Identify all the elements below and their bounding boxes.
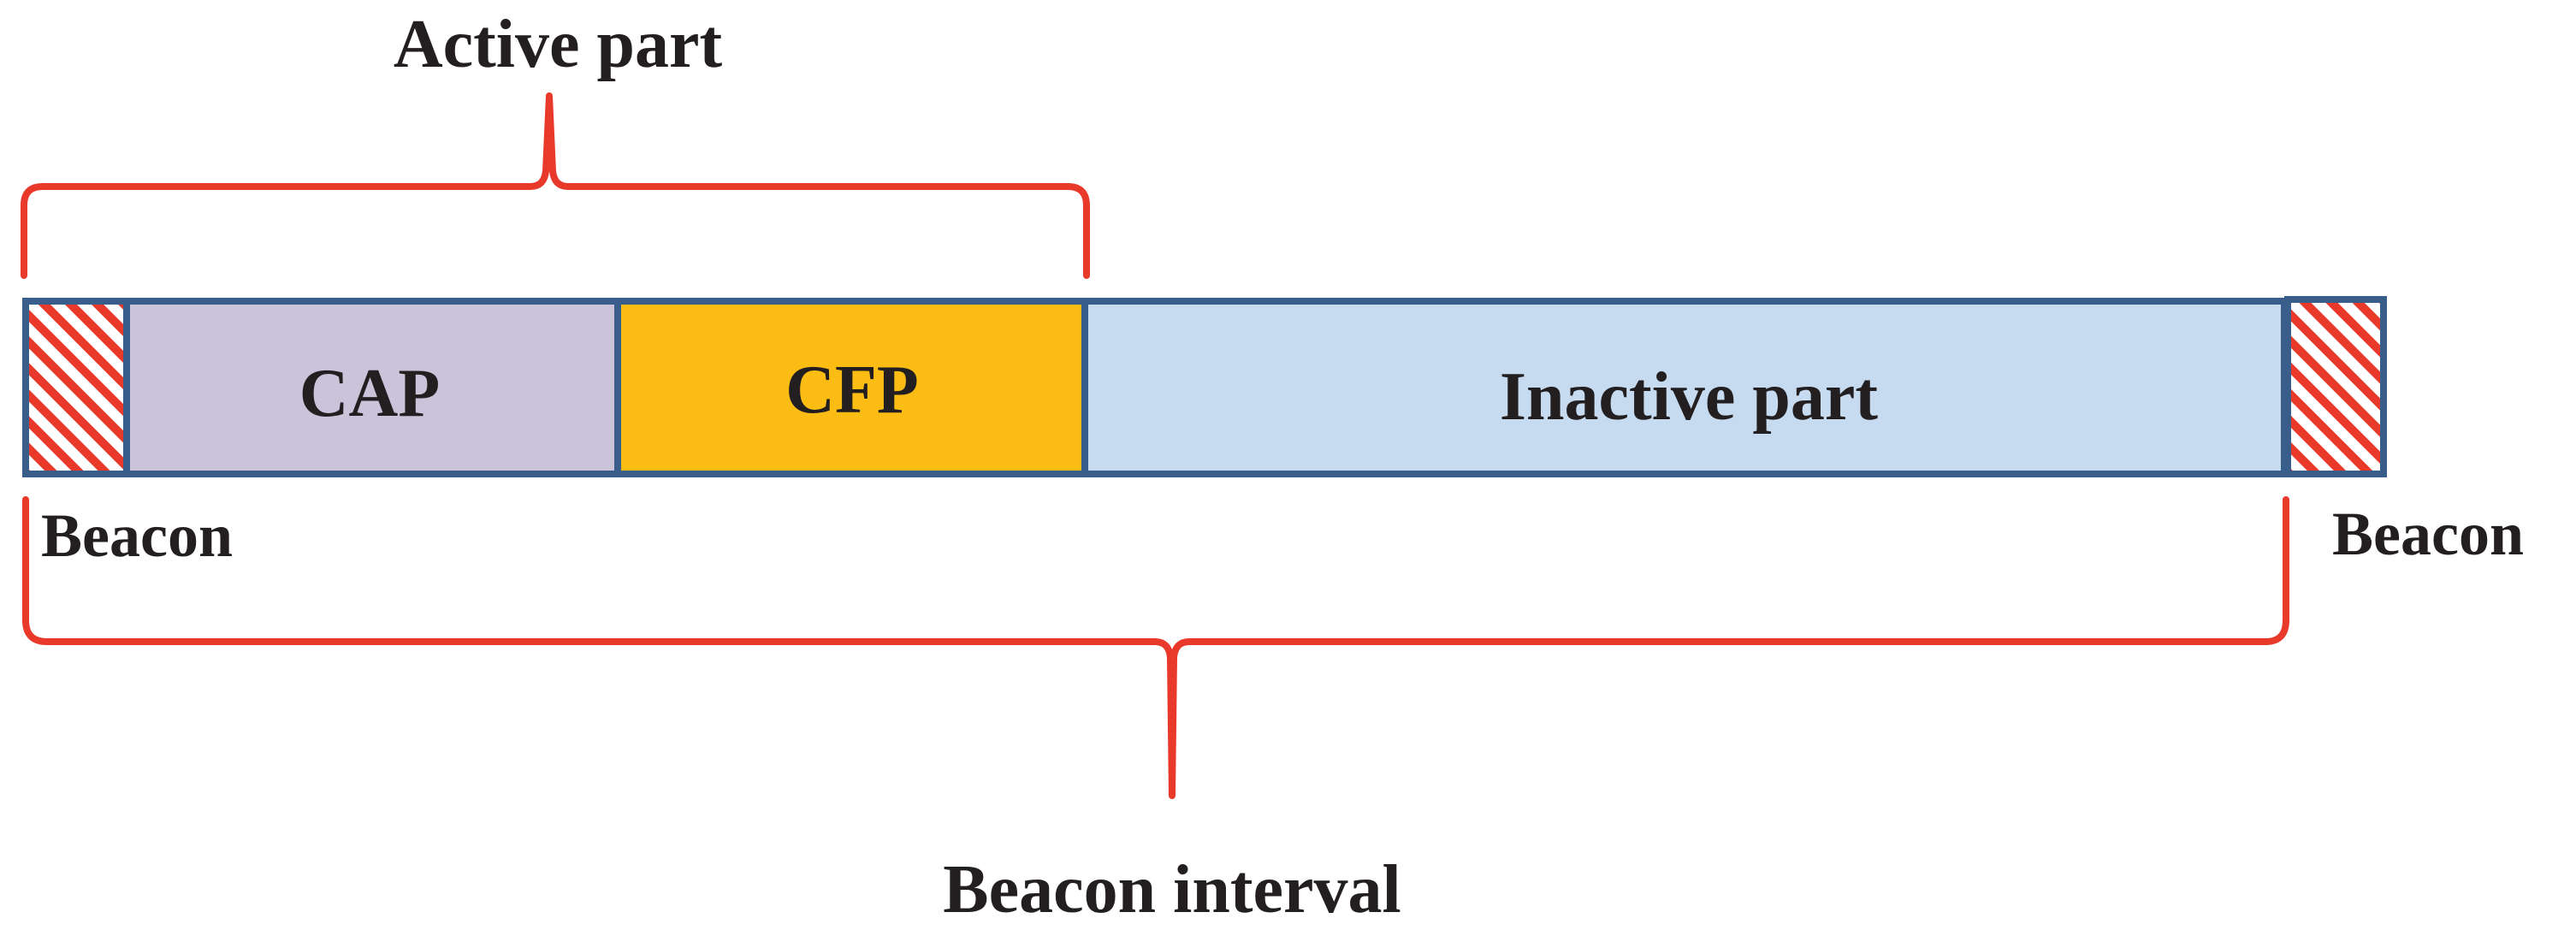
inactive-label: Inactive part: [1500, 359, 1879, 435]
cfp-segment: [614, 298, 1088, 477]
beacon-start-label: Beacon: [41, 501, 233, 570]
active-part-brace: [21, 92, 1090, 279]
inactive-segment: [1081, 298, 2288, 477]
beacon-end-block: [2284, 296, 2387, 477]
cfp-label: CFP: [785, 352, 919, 428]
active-part-label: Active part: [394, 7, 723, 82]
beacon-interval-label: Beacon interval: [943, 852, 1401, 927]
cap-label: CAP: [299, 356, 440, 431]
beacon-start-block: [22, 298, 130, 477]
beacon-end-label: Beacon: [2332, 500, 2524, 568]
superframe-bar: CAP CFP Inactive part: [22, 296, 2387, 477]
cap-segment: [123, 298, 621, 477]
beacon-interval-brace: [22, 496, 2289, 799]
